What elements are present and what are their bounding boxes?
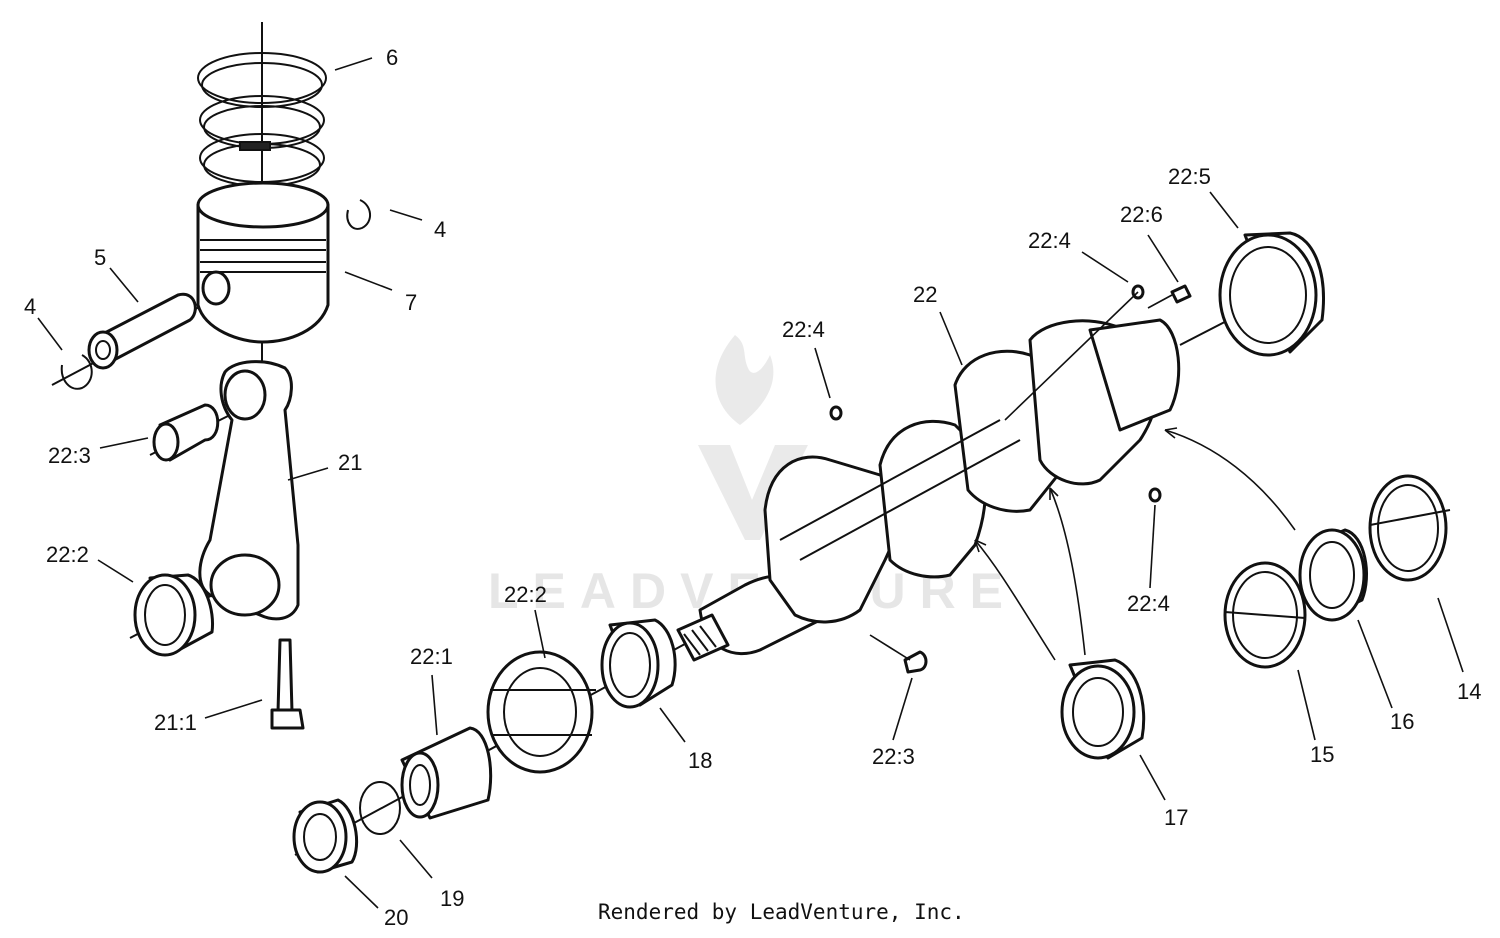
plug-left xyxy=(829,405,843,421)
callout-6: 6 xyxy=(386,45,398,70)
callout-7: 7 xyxy=(405,290,417,315)
bearing-20 xyxy=(292,798,359,874)
callout-14: 14 xyxy=(1457,679,1481,704)
seal-14 xyxy=(1368,474,1451,582)
callout-20: 20 xyxy=(384,905,408,930)
callout-4-left: 4 xyxy=(24,294,36,319)
small-end-bushing xyxy=(152,403,220,462)
snap-ring xyxy=(359,781,401,835)
crank-gear xyxy=(486,650,596,774)
connecting-rod xyxy=(198,360,300,621)
main-bearing-17 xyxy=(1060,658,1146,760)
woodruff-key xyxy=(903,650,928,674)
timing-gear xyxy=(400,726,493,820)
crankshaft-spline xyxy=(676,613,730,662)
dowel-pin xyxy=(1170,284,1192,304)
seal-15 xyxy=(1223,561,1307,669)
callout-15: 15 xyxy=(1310,742,1334,767)
callout-22-3-upper: 22:3 xyxy=(48,443,91,468)
callout-22-3-lower: 22:3 xyxy=(872,744,915,769)
main-bearing-sleeve xyxy=(1218,231,1325,357)
callout-18: 18 xyxy=(688,748,712,773)
callout-19: 19 xyxy=(440,886,464,911)
crankshaft xyxy=(698,318,1181,656)
callout-22-4-top: 22:4 xyxy=(1028,228,1071,253)
piston xyxy=(196,181,330,344)
big-end-bearing xyxy=(133,573,215,657)
callout-22-4-right: 22:4 xyxy=(1127,591,1170,616)
callout-22-4-left: 22:4 xyxy=(782,317,825,342)
callout-21-1: 21:1 xyxy=(154,710,197,735)
callout-22-2-gear: 22:2 xyxy=(504,582,547,607)
plug-right xyxy=(1148,487,1162,503)
rod-bolt xyxy=(270,638,305,730)
callout-17: 17 xyxy=(1164,805,1188,830)
callout-22-2-left: 22:2 xyxy=(46,542,89,567)
callout-4-right: 4 xyxy=(434,217,446,242)
callout-5: 5 xyxy=(94,245,106,270)
callout-21: 21 xyxy=(338,450,362,475)
callout-22-1: 22:1 xyxy=(410,644,453,669)
callout-16: 16 xyxy=(1390,709,1414,734)
main-bearing-18 xyxy=(600,618,677,709)
callout-22: 22 xyxy=(913,282,937,307)
piston-pin xyxy=(87,292,197,370)
circlip-right xyxy=(346,199,371,230)
circlip-left xyxy=(60,354,93,390)
callout-22-5: 22:5 xyxy=(1168,164,1211,189)
callout-22-6: 22:6 xyxy=(1120,202,1163,227)
credit-text: Rendered by LeadVenture, Inc. xyxy=(598,900,965,924)
bearing-16 xyxy=(1298,528,1369,622)
